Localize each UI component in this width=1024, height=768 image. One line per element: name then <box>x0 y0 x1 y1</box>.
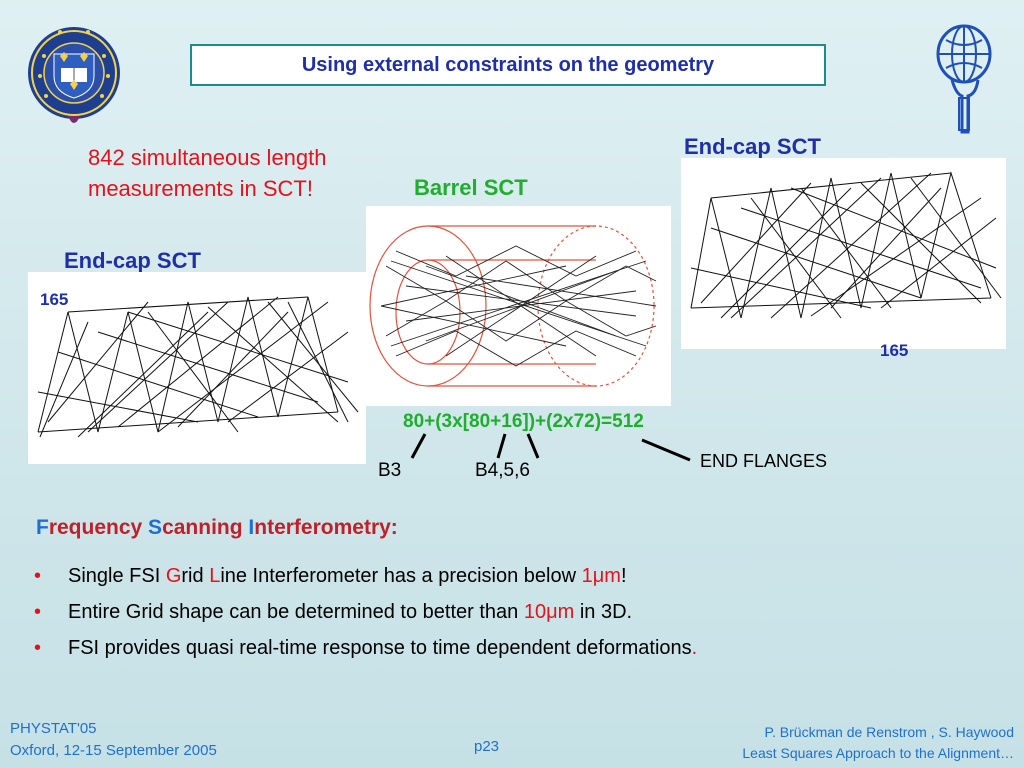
bullet-text: rid <box>181 565 210 587</box>
atlas-logo <box>932 20 996 136</box>
bullet-period: . <box>691 637 698 659</box>
pointer-lines <box>410 433 691 462</box>
endcap-right-heading: End-cap SCT <box>684 134 821 159</box>
bullet-dot-icon: • <box>34 565 42 587</box>
fsi-heading-cap-f: F <box>36 516 49 539</box>
label-b456: B4,5,6 <box>475 460 530 481</box>
label-b3: B3 <box>378 460 402 481</box>
fsi-heading-cap-i: I <box>248 516 255 539</box>
bullet-highlight: G <box>165 565 182 587</box>
measurement-note-line1: 842 simultaneous length <box>88 145 327 170</box>
page-number: p23 <box>474 738 500 755</box>
footer-authors-names: P. Brückman de Renstrom , S. Haywood <box>764 724 1014 740</box>
fsi-heading-rest-3: nterferometry: <box>254 516 398 539</box>
footer-authors: P. Brückman de Renstrom , S. Haywood Lea… <box>742 722 1014 764</box>
bullet-text: Single FSI <box>68 565 166 587</box>
label-end-flanges: END FLANGES <box>700 451 828 471</box>
barrel-heading: Barrel SCT <box>414 175 528 200</box>
footer-conference: PHYSTAT'05 Oxford, 12-15 September 2005 <box>10 718 217 762</box>
bullet-text: ine Interferometer has a precision below <box>220 565 582 587</box>
fsi-heading-rest-1: requency <box>48 516 149 539</box>
bullet-text: in 3D. <box>574 601 633 623</box>
bullet-item: • Entire Grid shape can be determined to … <box>30 594 930 630</box>
fsi-heading: Frequency Scanning Interferometry: <box>36 516 398 540</box>
slide-title: Using external constraints on the geomet… <box>190 44 826 86</box>
barrel-diagram <box>366 206 671 406</box>
fsi-bullet-list: • Single FSI Grid Line Interferometer has… <box>30 558 930 666</box>
endcap-left-diagram <box>28 272 366 464</box>
bullet-precision: 1μm <box>581 565 621 587</box>
footer-conference-name: PHYSTAT'05 <box>10 720 97 737</box>
measurement-note: 842 simultaneous length measurements in … <box>88 142 408 204</box>
endcap-right-diagram <box>681 158 1006 349</box>
footer-conference-date: Oxford, 12-15 September 2005 <box>10 742 217 759</box>
bullet-item: • FSI provides quasi real-time response t… <box>30 630 930 666</box>
endcap-right-count: 165 <box>880 341 909 360</box>
fsi-heading-rest-2: canning <box>162 516 249 539</box>
bullet-dot-icon: • <box>34 601 42 623</box>
bullet-dot-icon: • <box>34 637 42 659</box>
endcap-left-count: 165 <box>40 290 69 309</box>
measurement-note-line2: measurements in SCT! <box>88 176 313 201</box>
bullet-text: ! <box>620 565 627 587</box>
bullet-item: • Single FSI Grid Line Interferometer has… <box>30 558 930 594</box>
footer-talk-title: Least Squares Approach to the Alignment… <box>742 745 1014 761</box>
bullet-text: FSI provides quasi real-time response to… <box>68 637 692 659</box>
bullet-text: Entire Grid shape can be determined to b… <box>68 601 524 623</box>
endcap-left-heading: End-cap SCT <box>64 248 201 273</box>
bullet-precision: 10μm <box>523 601 575 623</box>
fsi-heading-cap-s: S <box>148 516 163 539</box>
module-count-formula: 80+(3x[80+16])+(2x72)=512 <box>403 411 644 432</box>
bullet-highlight: L <box>209 565 221 587</box>
oxford-seal-logo <box>24 16 124 134</box>
